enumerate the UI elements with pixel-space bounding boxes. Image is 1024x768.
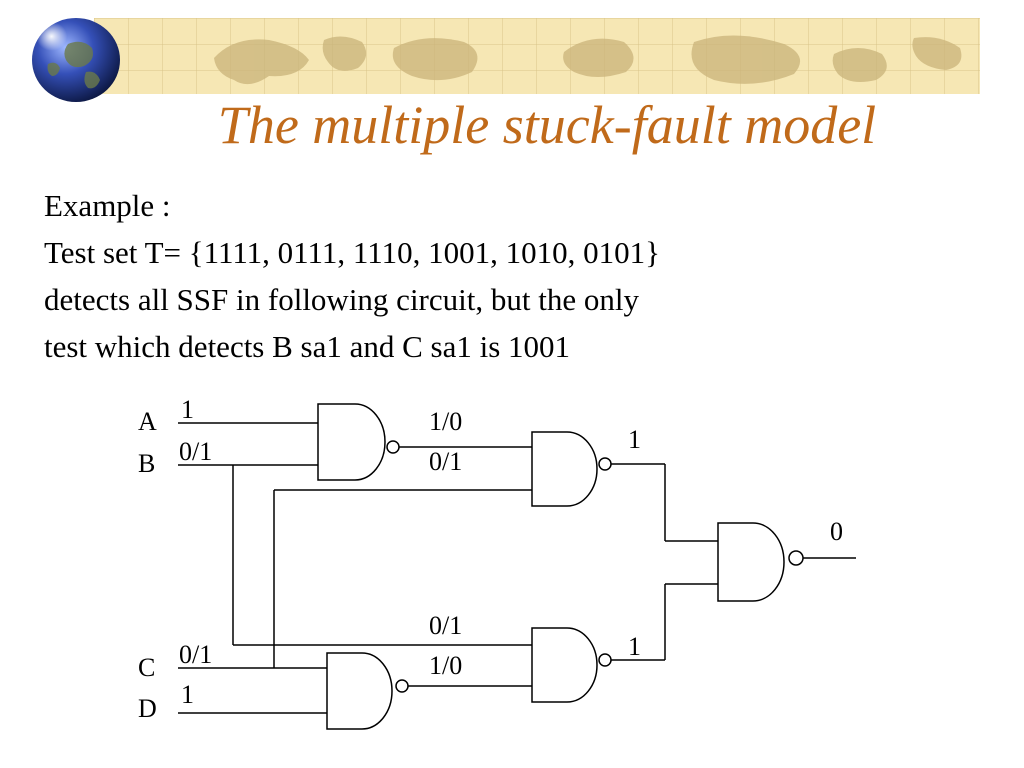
input-value-c: 0/1 [179,640,212,669]
gate1-output-value: 1/0 [429,407,462,436]
input-value-b: 0/1 [179,437,212,466]
gate4-output-value: 1 [628,632,641,661]
nand-bubble-1 [386,440,400,454]
description-line: detects all SSF in following circuit, bu… [44,282,639,317]
slide-title: The multiple stuck-fault model [217,95,877,155]
gate4-input-value-lower: 1/0 [429,651,462,680]
test-set-line: Test set T= {1111, 0111, 1110, 1001, 101… [44,235,660,270]
final-output-value: 0 [830,517,843,546]
gate2-output-value: 1 [628,425,641,454]
world-map-banner [94,18,980,94]
gate4-input-value-upper: 0/1 [429,611,462,640]
input-label-a: A [138,407,157,436]
example-heading: Example : [44,188,171,223]
nand-bubble-4 [598,653,612,667]
nand-gate-4 [531,627,598,703]
circuit-diagram: A 1 B 0/1 C 0/1 D 1 1/0 0/1 1 0/1 1/0 1 … [138,395,856,730]
nand-bubble-5 [788,550,804,566]
example-text: Example : Test set T= {1111, 0111, 1110,… [44,182,1004,370]
nand-gate-3 [326,652,393,730]
nand-bubble-2 [598,457,612,471]
wires [178,422,856,714]
input-label-c: C [138,653,155,682]
globe-icon [28,14,124,104]
input-value-d: 1 [181,680,194,709]
nand-gate-1 [317,403,386,481]
nand-bubble-3 [395,679,409,693]
gate2-input-value: 0/1 [429,447,462,476]
nand-gate-2 [531,431,598,507]
nand-gate-5 [717,522,785,602]
input-label-b: B [138,449,155,478]
input-value-a: 1 [181,395,194,424]
description-line: test which detects B sa1 and C sa1 is 10… [44,329,571,364]
input-label-d: D [138,694,157,723]
